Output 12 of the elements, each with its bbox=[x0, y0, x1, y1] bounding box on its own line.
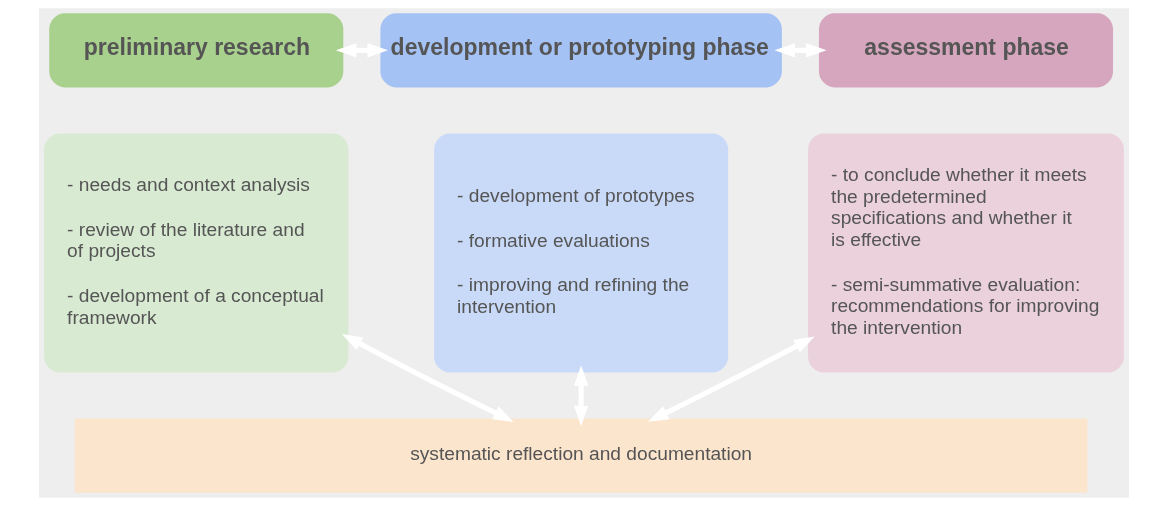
node-box: development or prototyping phase bbox=[379, 13, 782, 88]
arrow bbox=[647, 336, 815, 422]
arrow bbox=[341, 334, 514, 422]
arrow bbox=[773, 43, 827, 58]
node-box: assessment phase bbox=[818, 13, 1113, 88]
arrow bbox=[573, 365, 588, 427]
node-box: - needs and context analysis - review of the literature and of projects - development of a conceptual framework bbox=[43, 133, 348, 373]
arrow bbox=[335, 43, 388, 58]
node-box: - to conclude whether it meets the predetermined specifications and whether it is effective - semi-summative evaluation: recommendations for improving the intervention bbox=[807, 133, 1124, 373]
node-box: preliminary research bbox=[48, 13, 343, 88]
node-box: - development of prototypes - formative evaluations - improving and refining the intervention bbox=[433, 133, 728, 373]
node-box: systematic reflection and documentation bbox=[74, 418, 1087, 493]
